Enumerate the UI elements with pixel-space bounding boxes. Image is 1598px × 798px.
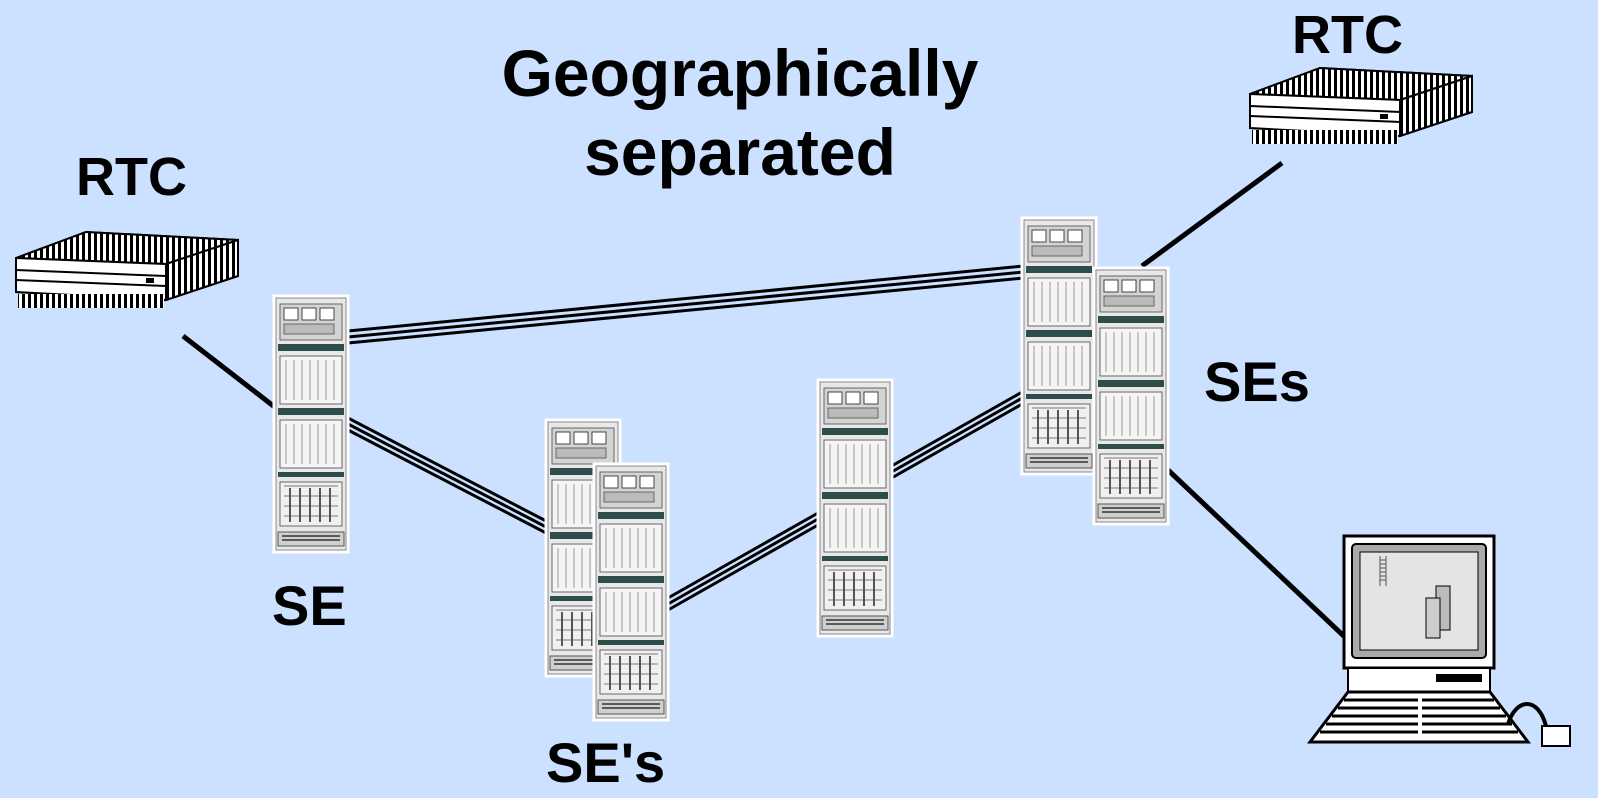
title-line-1: Geographically	[501, 36, 979, 110]
diagram-title: Geographically separated	[440, 34, 1040, 192]
server-rack-icon	[1020, 216, 1098, 476]
server-rack-icon	[272, 294, 350, 554]
workstation-icon	[1306, 534, 1571, 747]
trunk-links	[347, 264, 1025, 612]
label-ses-pair: SE's	[546, 731, 666, 794]
server-rack-icon	[816, 378, 894, 638]
title-line-2: separated	[584, 115, 896, 190]
router-icon	[1249, 67, 1473, 145]
label-rtc-left: RTC	[76, 147, 187, 207]
label-rtc-right: RTC	[1292, 5, 1403, 65]
server-rack-icon	[1092, 266, 1170, 526]
label-ses-right: SEs	[1204, 350, 1310, 413]
access-links	[181, 160, 1350, 642]
router-icon	[15, 231, 239, 309]
server-rack-icon	[592, 462, 670, 722]
label-se: SE	[272, 574, 347, 637]
